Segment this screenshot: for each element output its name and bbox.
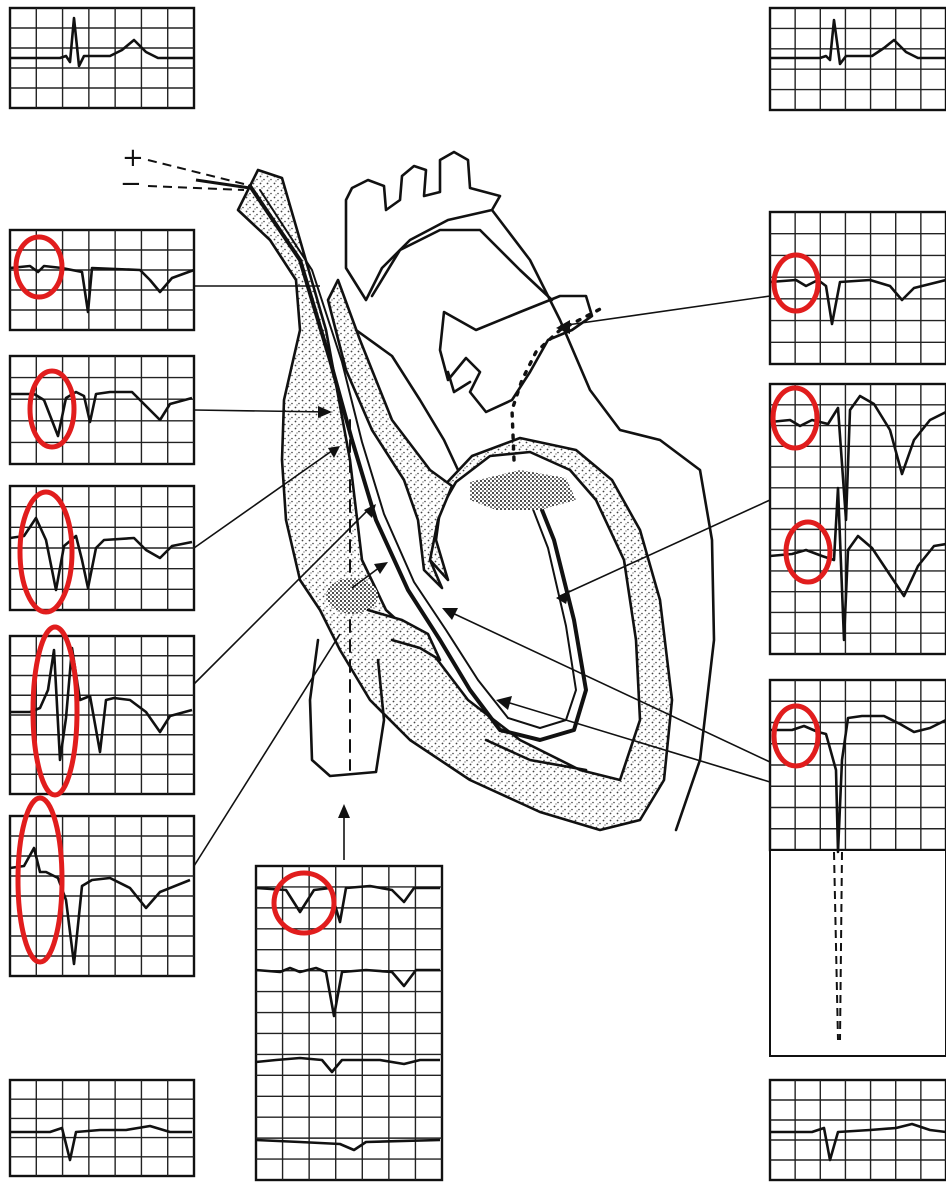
ecg-grid-right-1 <box>770 212 946 364</box>
av-node-blot <box>326 578 378 614</box>
electrode-minus-label: − <box>120 169 142 199</box>
catheter-electrode: + − <box>120 143 250 199</box>
ecg-extension-panel <box>770 850 946 1056</box>
ecg-grid-boxes <box>10 8 946 1180</box>
ecg-grid-left-1 <box>10 230 194 330</box>
ecg-grid-left-5 <box>10 816 194 976</box>
ecg-grid-left-3 <box>10 486 194 610</box>
ecg-grid-bottom-center <box>256 866 442 1180</box>
heart-outline <box>238 152 714 830</box>
ecg-grid-left-bottom <box>10 1080 194 1176</box>
aortic-arch <box>346 152 500 300</box>
tricuspid-valve-region <box>470 470 576 510</box>
